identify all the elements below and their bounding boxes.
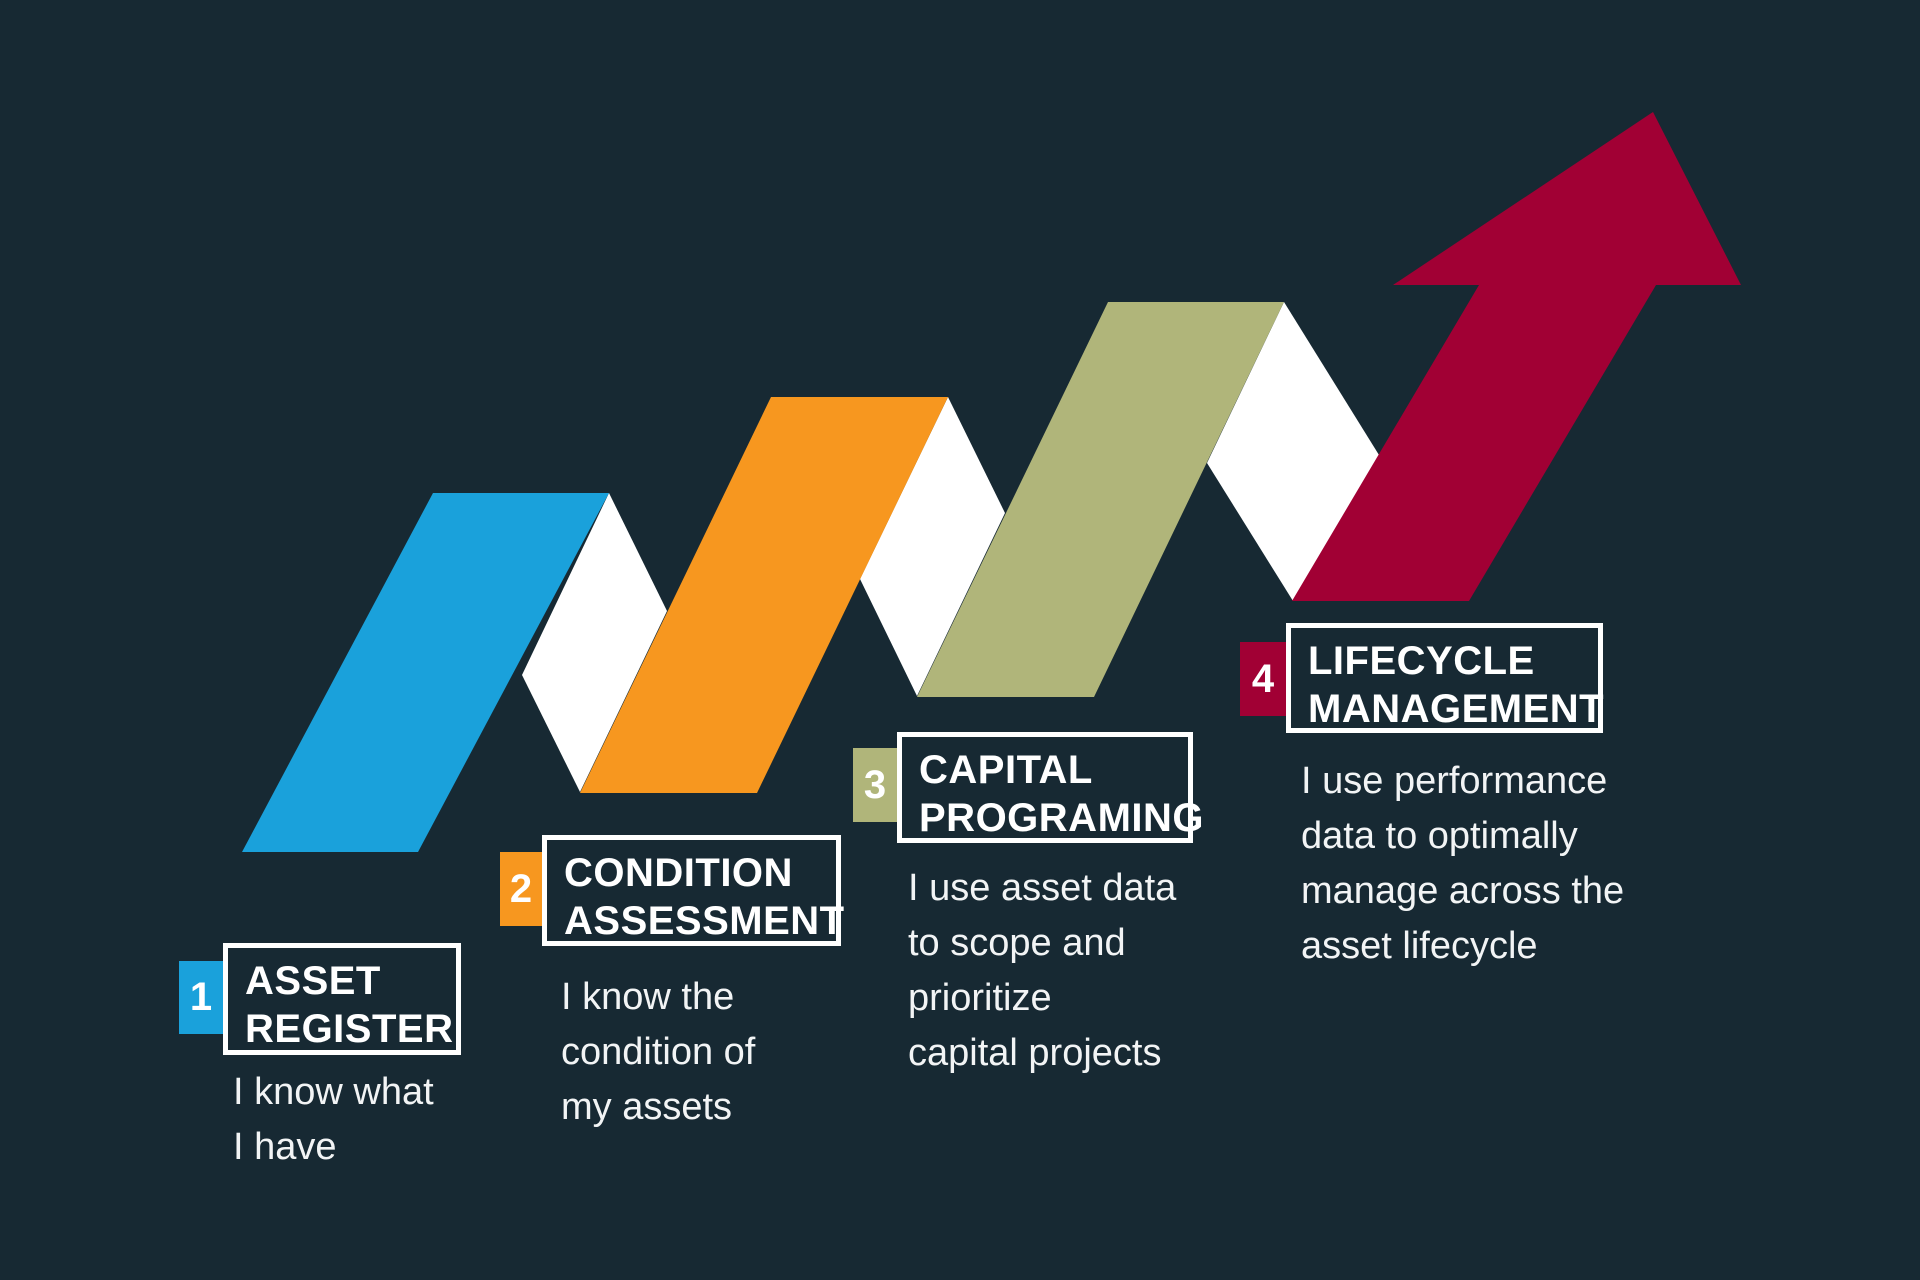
description-line: I use asset data — [908, 867, 1177, 909]
description-line: I have — [233, 1126, 337, 1168]
connector-3-4 — [1207, 302, 1379, 601]
step-description: I use performance data to optimally mana… — [1301, 754, 1624, 974]
step-title-box: CAPITAL PROGRAMING — [897, 732, 1204, 843]
connector-1-2 — [522, 493, 667, 792]
description-line: I use performance — [1301, 760, 1608, 802]
description-line: condition of — [561, 1031, 756, 1073]
connector-2-3 — [860, 397, 1005, 696]
step-title-box: ASSET REGISTER — [223, 943, 461, 1055]
trend-up-arrow-icon — [1292, 112, 1741, 601]
description-line: my assets — [561, 1086, 733, 1128]
step-title-line: PROGRAMING — [919, 796, 1204, 840]
step-title-box: LIFECYCLE MANAGEMENT — [1286, 623, 1605, 733]
step-title-line: ASSESSMENT — [564, 899, 845, 943]
step-description: I know the condition of my assets — [561, 970, 755, 1135]
segment-asset-register — [242, 493, 609, 852]
step-title-line: MANAGEMENT — [1308, 687, 1605, 731]
step-description: I know what I have — [233, 1065, 434, 1175]
step-title-box: CONDITION ASSESSMENT — [542, 835, 845, 946]
description-line: data to optimally — [1301, 815, 1578, 857]
step-number-badge: 4 — [1240, 642, 1286, 716]
description-line: asset lifecycle — [1301, 925, 1538, 967]
step-title-line: LIFECYCLE — [1308, 639, 1535, 683]
step-title-line: ASSET — [245, 959, 381, 1003]
step-number-badge: 1 — [179, 961, 223, 1034]
step-description: I use asset data to scope and prioritize… — [908, 861, 1176, 1081]
step-number-badge: 3 — [853, 748, 897, 822]
description-line: capital projects — [908, 1032, 1162, 1074]
step-title-line: CAPITAL — [919, 748, 1093, 792]
step-number-badge: 2 — [500, 852, 542, 926]
description-line: manage across the — [1301, 870, 1625, 912]
step-title-line: CONDITION — [564, 851, 793, 895]
segment-condition-assessment — [580, 397, 948, 793]
description-line: to scope and — [908, 922, 1126, 964]
segment-capital-programing — [917, 302, 1284, 697]
description-line: I know the — [561, 976, 735, 1018]
description-line: prioritize — [908, 977, 1052, 1019]
description-line: I know what — [233, 1071, 434, 1113]
step-title-line: REGISTER — [245, 1007, 454, 1051]
